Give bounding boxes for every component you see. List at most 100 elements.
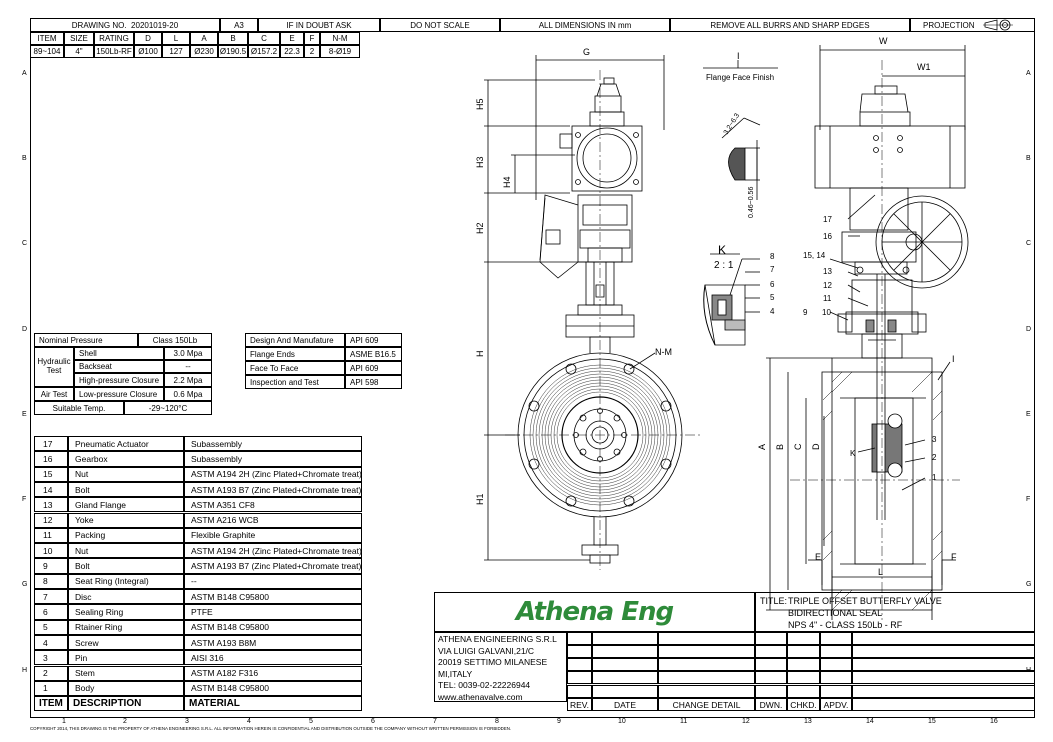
dim-d-label: D (811, 443, 821, 450)
parts-row-desc: Bolt (68, 481, 184, 498)
parts-row-desc: Disc (68, 589, 184, 605)
parts-row-mat: Subassembly (184, 451, 362, 467)
nominal-pressure-value: Class 150Lb (138, 333, 212, 347)
projection-label: PROJECTION (923, 20, 975, 30)
revision-cell (787, 645, 820, 658)
revision-cell (755, 645, 787, 658)
company-name: ATHENA ENGINEERING S.R.L (438, 634, 557, 644)
revision-cell (852, 671, 1035, 684)
standard-label: Inspection and Test (245, 375, 345, 389)
revision-cell (820, 658, 852, 671)
zone-col-13: 13 (804, 718, 812, 725)
parts-row-item: 5 (34, 619, 68, 635)
revision-header-date: DATE (592, 698, 658, 711)
revision-header-rev: REV. (567, 698, 592, 711)
revision-cell (567, 685, 592, 698)
dim-e-label: E (815, 552, 821, 562)
zone-row-b: B (22, 155, 27, 162)
balloon-15-14: 15, 14 (803, 251, 826, 260)
revision-cell (592, 685, 658, 698)
parts-row-mat: ASTM A193 B8M (184, 634, 362, 651)
parts-row-mat: ASTM A351 CF8 (184, 497, 362, 513)
parts-row-item: 4 (34, 634, 68, 651)
balloon-2: 2 (932, 453, 937, 462)
revision-cell (787, 685, 820, 698)
balloon-4: 4 (770, 307, 775, 316)
revision-header-apdv: APDV. (820, 698, 852, 711)
dim-table-value-5: Ø230 (190, 45, 218, 58)
projection-cell: PROJECTION (910, 18, 1035, 32)
zone-col-11: 11 (680, 718, 688, 725)
revision-header-chkd: CHKD. (787, 698, 820, 711)
parts-row-item: 7 (34, 589, 68, 605)
copyright-note: COPYRIGHT 2014, THIS DRAWING IS THE PROP… (30, 726, 512, 731)
zone-col-12: 12 (742, 718, 750, 725)
high-pressure-value: 2.2 Mpa (164, 373, 212, 387)
revision-cell (658, 685, 755, 698)
dim-table-value-3: Ø100 (134, 45, 162, 58)
parts-row-item: 9 (34, 558, 68, 574)
parts-row-desc: Nut (68, 543, 184, 559)
balloon-17: 17 (823, 215, 832, 224)
dim-h-label: H (475, 351, 485, 358)
parts-row-item: 17 (34, 436, 68, 452)
revision-cell (592, 658, 658, 671)
dim-table-header-3: D (134, 32, 162, 45)
parts-row-item: 1 (34, 680, 68, 697)
parts-header-mat: MATERIAL (184, 696, 362, 712)
dim-h3-label: H3 (475, 156, 485, 168)
dim-table-header-5: A (190, 32, 218, 45)
parts-row-mat: ASTM A182 F316 (184, 665, 362, 681)
revision-cell (852, 645, 1035, 658)
zone-col-5: 5 (309, 718, 313, 725)
balloon-13: 13 (823, 267, 832, 276)
zone-row-a: A (22, 70, 27, 77)
parts-row-item: 15 (34, 466, 68, 482)
zone-row-d-right: D (1026, 326, 1032, 333)
balloon-8: 8 (770, 252, 775, 261)
zone-col-14: 14 (866, 718, 874, 725)
parts-row-mat: ASTM A216 WCB (184, 512, 362, 528)
title-line-1: TRIPLE OFFSET BUTTERFLY VALVE (788, 596, 942, 606)
shell-value: 3.0 Mpa (164, 347, 212, 360)
balloon-7: 7 (770, 265, 775, 274)
standard-label: Flange Ends (245, 347, 345, 361)
parts-row-desc: Pin (68, 650, 184, 666)
dim-f-label: F (951, 552, 957, 562)
parts-row-item: 2 (34, 665, 68, 681)
revision-cell (658, 645, 755, 658)
revision-header-dwn: DWN. (755, 698, 787, 711)
revision-cell (755, 632, 787, 645)
dim-table-value-8: 22.3 (280, 45, 304, 58)
suitable-temp-label: Suitable Temp. (34, 401, 124, 415)
zone-row-h: H (22, 667, 28, 674)
revision-cell (592, 671, 658, 684)
title-label: TITLE: (760, 596, 788, 606)
company-web: www.athenavalve.com (438, 691, 523, 702)
standard-value: API 598 (345, 375, 402, 389)
remove-burrs-note: REMOVE ALL BURRS AND SHARP EDGES (670, 18, 910, 32)
parts-row-mat: ASTM A194 2H (Zinc Plated+Chromate treat… (184, 543, 362, 559)
zone-row-e-right: E (1026, 411, 1031, 418)
suitable-temp-value: -29~120°C (124, 401, 212, 415)
company-street: VIA LUIGI GALVANI,21/C (438, 645, 535, 656)
dim-h2-label: H2 (475, 222, 485, 234)
zone-col-10: 10 (618, 718, 626, 725)
dim-table-value-6: Ø190.5 (218, 45, 248, 58)
projection-symbol-icon (982, 19, 1013, 31)
company-city: 20019 SETTIMO MILANESE (438, 657, 548, 667)
parts-row-mat: ASTM B148 C95800 (184, 589, 362, 605)
revision-cell (755, 685, 787, 698)
company-tel: TEL: 0039-02-22226944 (438, 680, 531, 690)
parts-row-desc: Screw (68, 634, 184, 651)
air-test-label: Air Test (34, 387, 74, 401)
dim-table-header-6: B (218, 32, 248, 45)
company-address: ATHENA ENGINEERING S.R.L VIA LUIGI GALVA… (434, 632, 567, 702)
zone-col-2: 2 (123, 718, 127, 725)
standard-label: Design And Manufature (245, 333, 345, 347)
revision-cell (787, 632, 820, 645)
parts-row-mat: AISI 316 (184, 650, 362, 666)
dim-table-header-8: E (280, 32, 304, 45)
zone-col-4: 4 (247, 718, 251, 725)
